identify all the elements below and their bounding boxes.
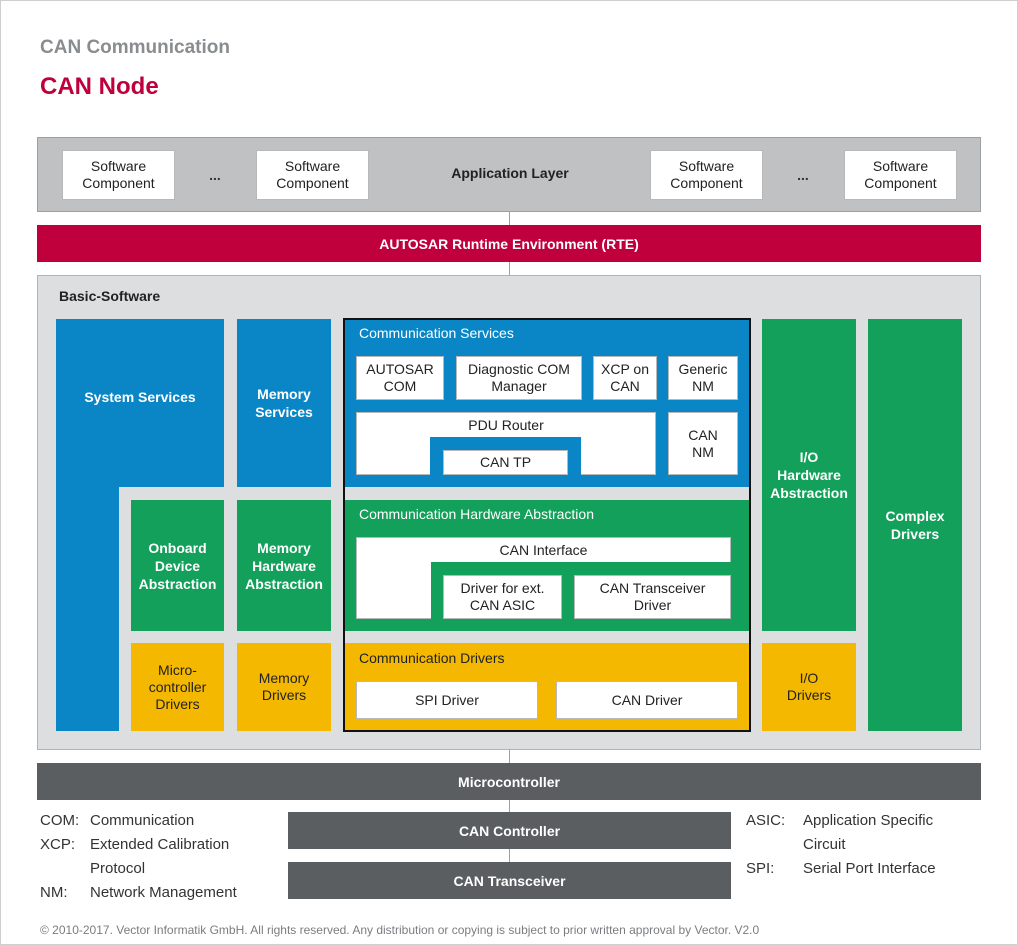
- pdu-router-label: PDU Router: [468, 417, 544, 433]
- can-tp: CAN TP: [443, 450, 568, 475]
- page-title: CAN Node: [40, 73, 159, 100]
- memory-drivers: Memory Drivers: [237, 643, 331, 731]
- driver-ext-can-asic: Driver for ext. CAN ASIC: [443, 575, 562, 619]
- connector-rte-bsw: [509, 261, 510, 275]
- can-interface-label: CAN Interface: [499, 542, 588, 558]
- software-component-3: Software Component: [650, 150, 763, 200]
- can-nm: CAN NM: [668, 412, 738, 475]
- legend-abbr: XCP:: [40, 836, 76, 853]
- microcontroller-bar: Microcontroller: [37, 763, 981, 800]
- supertitle: CAN Communication: [40, 37, 230, 58]
- legend-text: Network Management: [90, 884, 237, 901]
- ellipsis-2: ...: [797, 167, 809, 183]
- legend-right: ASIC: Application Specific Circuit SPI: …: [746, 809, 966, 881]
- application-layer: [37, 137, 981, 212]
- xcp-on-can: XCP on CAN: [593, 356, 657, 400]
- connector-app-rte: [509, 211, 510, 225]
- application-layer-label: Application Layer: [451, 165, 569, 181]
- complex-drivers: Complex Drivers: [868, 319, 962, 731]
- system-services-label: System Services: [84, 389, 196, 405]
- communication-stack: [343, 318, 751, 732]
- legend-text: Communication: [90, 812, 195, 829]
- software-component-2: Software Component: [256, 150, 369, 200]
- system-services-block: [56, 319, 224, 487]
- rte-bar: AUTOSAR Runtime Environment (RTE): [37, 225, 981, 262]
- connector-controller-transceiver: [509, 849, 510, 862]
- diagnostic-com-manager: Diagnostic COM Manager: [456, 356, 582, 400]
- legend-item: ASIC: Application Specific Circuit: [746, 809, 966, 857]
- legend-text: Application Specific Circuit: [803, 812, 934, 853]
- legend-item: SPI: Serial Port Interface: [746, 857, 966, 881]
- can-transceiver-bar: CAN Transceiver: [288, 862, 731, 899]
- legend-item: XCP: Extended Calibration Protocol: [40, 833, 260, 881]
- can-transceiver-driver: CAN Transceiver Driver: [574, 575, 731, 619]
- io-drivers: I/O Drivers: [762, 643, 856, 731]
- legend-item: NM: Network Management: [40, 881, 260, 905]
- onboard-device-abstraction: Onboard Device Abstraction: [131, 500, 224, 631]
- microcontroller-drivers: Micro-controller Drivers: [131, 643, 224, 731]
- legend-abbr: ASIC:: [746, 812, 786, 829]
- legend-item: COM: Communication: [40, 809, 260, 833]
- ellipsis-1: ...: [209, 167, 221, 183]
- communication-services-label: Communication Services: [359, 325, 514, 341]
- legend-abbr: NM:: [40, 884, 68, 901]
- generic-nm: Generic NM: [668, 356, 738, 400]
- basic-software-label: Basic-Software: [59, 288, 161, 304]
- can-controller-bar: CAN Controller: [288, 812, 731, 849]
- memory-services: Memory Services: [237, 319, 331, 487]
- io-hardware-abstraction: I/O Hardware Abstraction: [762, 319, 856, 631]
- legend-text: Serial Port Interface: [803, 860, 936, 877]
- memory-hardware-abstraction: Memory Hardware Abstraction: [237, 500, 331, 631]
- can-driver: CAN Driver: [556, 681, 738, 719]
- communication-hardware-abstraction-label: Communication Hardware Abstraction: [359, 506, 594, 522]
- copyright-footer: © 2010-2017. Vector Informatik GmbH. All…: [40, 923, 760, 937]
- software-component-1: Software Component: [62, 150, 175, 200]
- connector-mcu-controller: [509, 799, 510, 812]
- system-services-stem: [56, 487, 119, 731]
- legend-text: Extended Calibration Protocol: [90, 836, 230, 877]
- autosar-com: AUTOSAR COM: [356, 356, 444, 400]
- spi-driver: SPI Driver: [356, 681, 538, 719]
- legend-abbr: SPI:: [746, 860, 775, 877]
- connector-bsw-mcu: [509, 749, 510, 763]
- legend-abbr: COM:: [40, 812, 80, 829]
- communication-drivers-label: Communication Drivers: [359, 650, 505, 666]
- software-component-4: Software Component: [844, 150, 957, 200]
- legend-left: COM: Communication XCP: Extended Calibra…: [40, 809, 260, 905]
